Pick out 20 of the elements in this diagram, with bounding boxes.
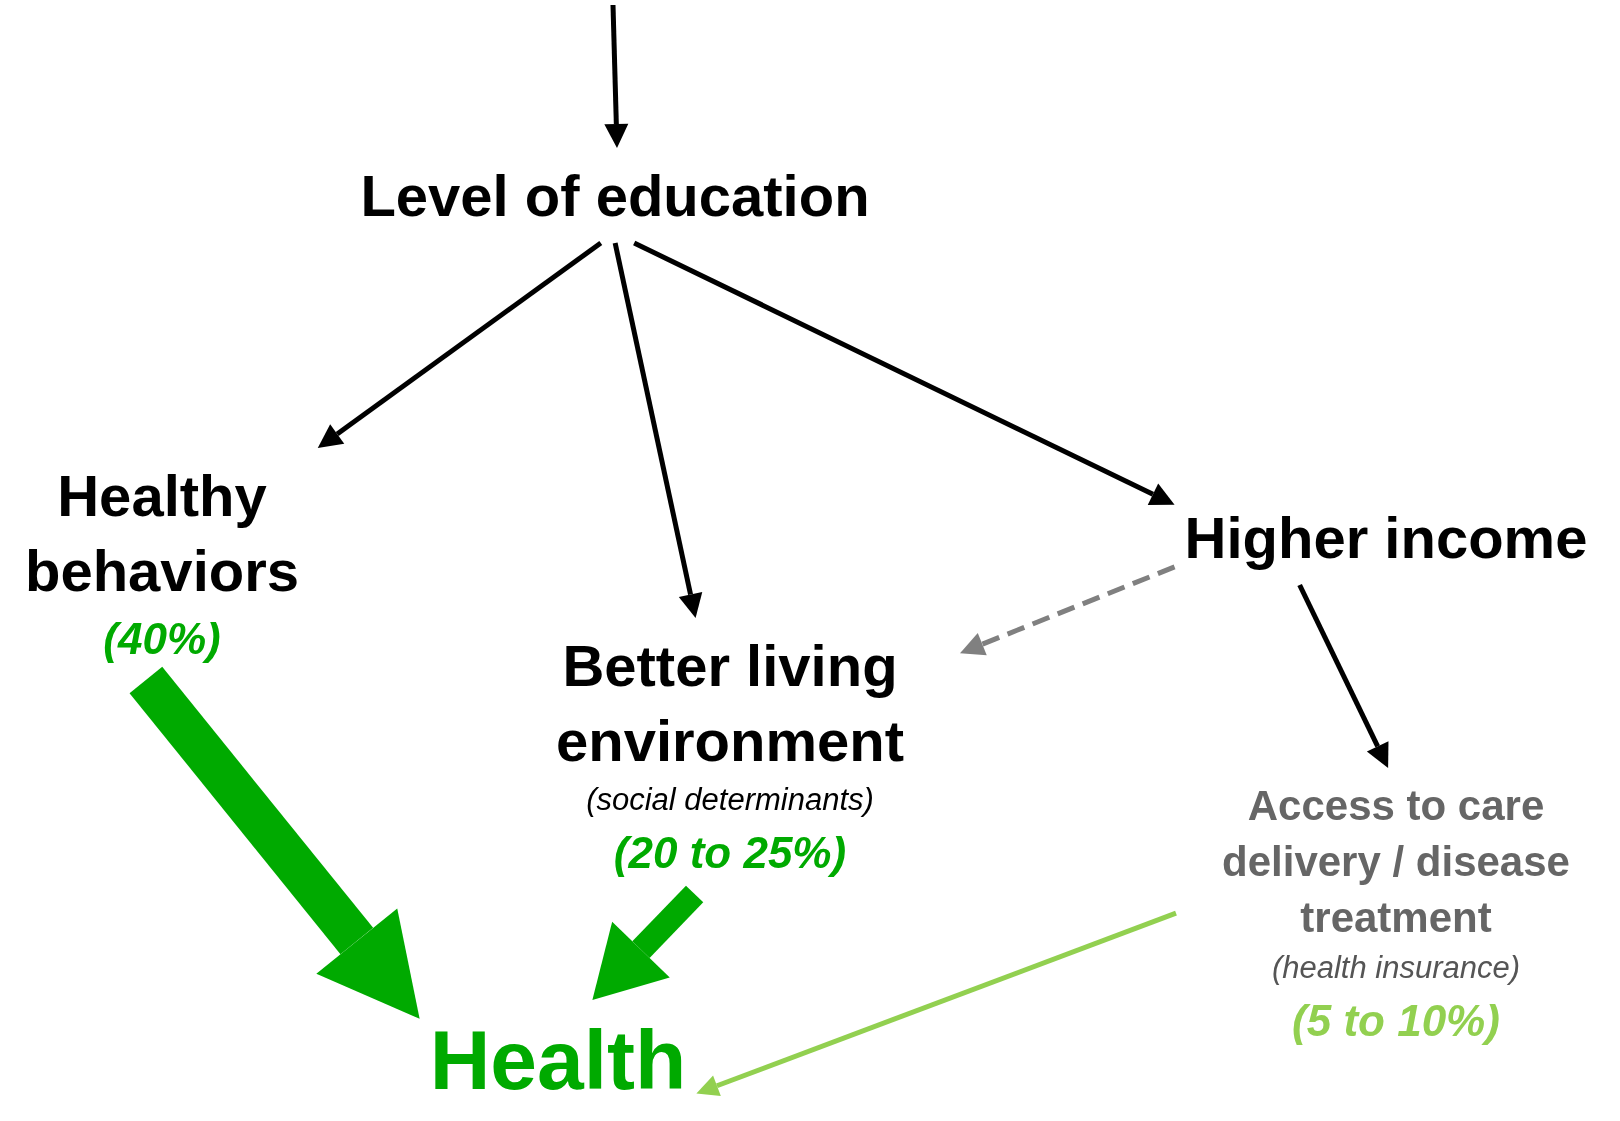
arrow [696, 910, 1177, 1097]
arrow [612, 242, 703, 618]
node-label: Higher income [1184, 504, 1588, 572]
arrow [604, 4, 629, 148]
arrow [1297, 583, 1389, 768]
percentage-label: (5 to 10%) [1292, 995, 1500, 1047]
arrow [960, 564, 1176, 656]
arrow [317, 240, 603, 448]
node-label: Level of education [360, 162, 870, 230]
node-label: Access to care delivery / disease treatment [1221, 781, 1571, 943]
percentage-label: (20 to 25%) [613, 827, 847, 879]
arrow [129, 666, 420, 1019]
node-label: Healthy behaviors [24, 462, 300, 605]
arrow [633, 240, 1175, 506]
note-text: (social determinants) [586, 781, 874, 819]
node-label: Health [429, 1012, 687, 1109]
note-text: (health insurance) [1271, 949, 1521, 987]
arrow [592, 885, 704, 1000]
node-label: Better living environment [554, 632, 906, 775]
percentage-label: (40%) [103, 613, 221, 665]
